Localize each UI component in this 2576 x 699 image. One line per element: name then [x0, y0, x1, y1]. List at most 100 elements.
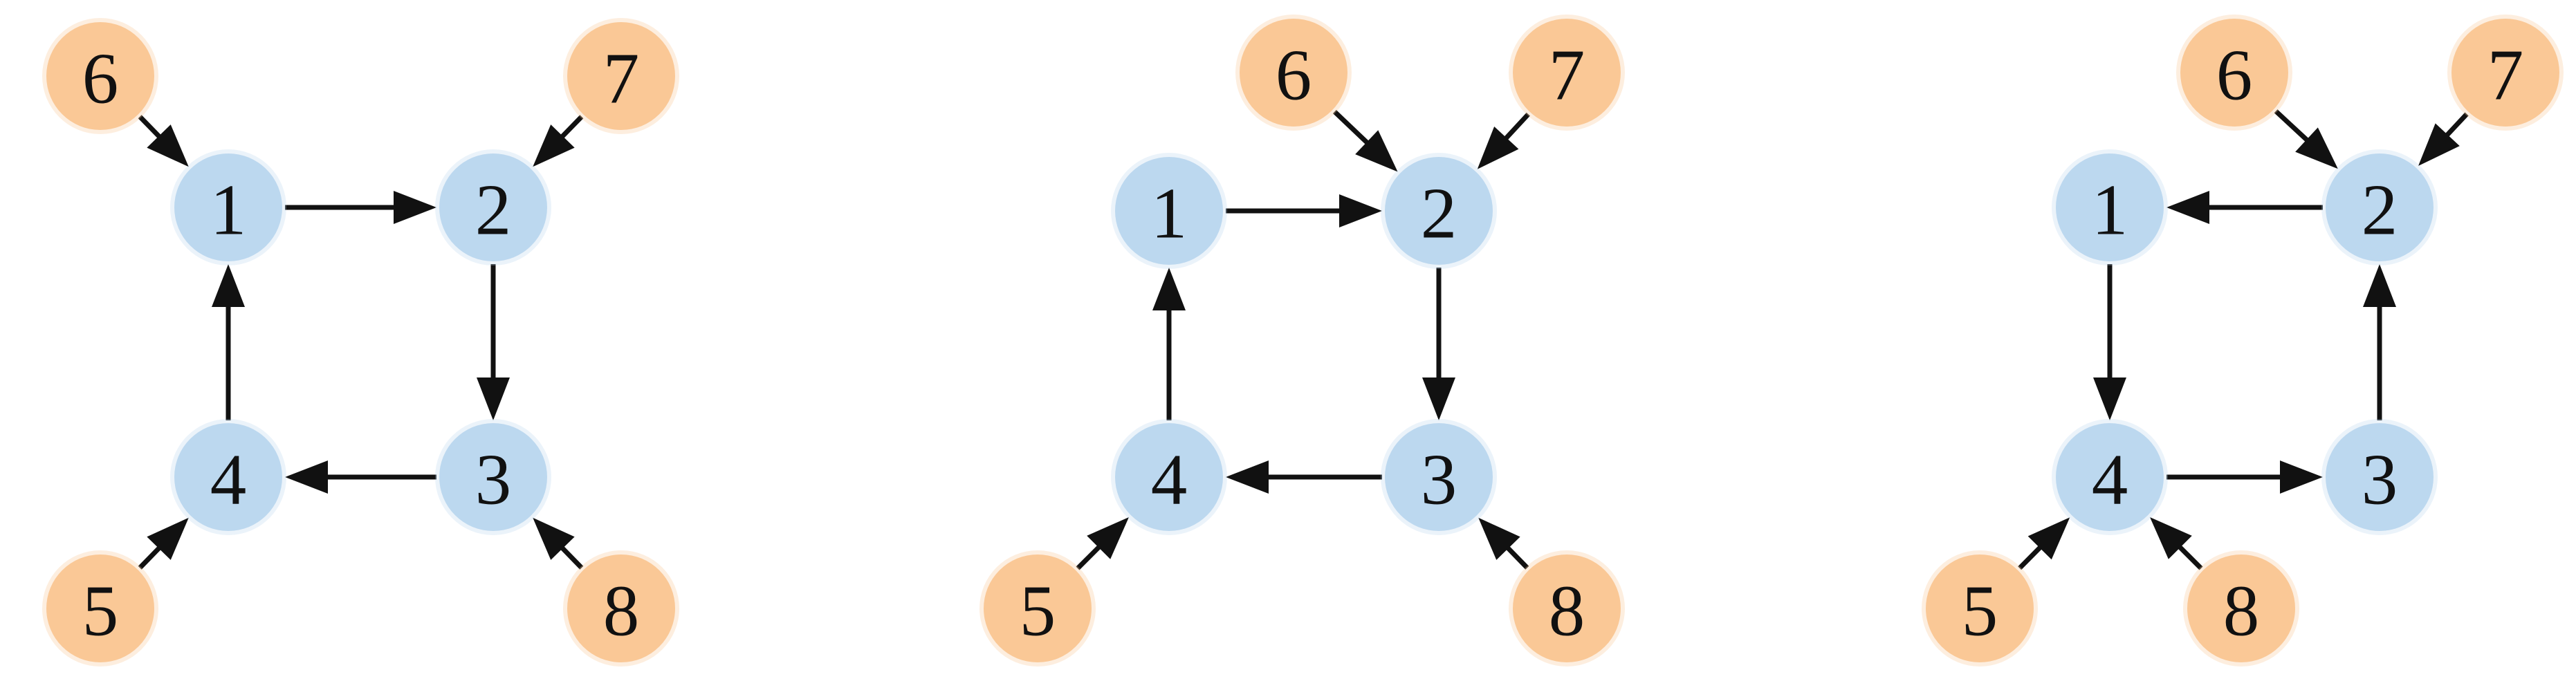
node-1[interactable]: 1: [1111, 153, 1227, 269]
edge-7-to-2: [1477, 112, 1530, 169]
graph-panel-3-edges: [2018, 109, 2469, 570]
node-circle[interactable]: [984, 554, 1092, 662]
edge-line: [138, 115, 163, 140]
node-circle[interactable]: [1926, 554, 2034, 662]
edge-line: [1332, 110, 1371, 146]
node-8[interactable]: 8: [1509, 550, 1625, 667]
node-1[interactable]: 1: [2052, 149, 2168, 265]
edge-6-to-2: [2274, 109, 2338, 169]
arrow-head-icon: [1477, 126, 1519, 169]
node-circle[interactable]: [439, 423, 547, 531]
arrow-head-icon: [1152, 268, 1186, 310]
node-label: 2: [475, 169, 512, 250]
edge-1-to-2: [1226, 194, 1382, 227]
node-circle[interactable]: [174, 153, 282, 261]
edge-line: [2274, 109, 2310, 144]
node-circle[interactable]: [1240, 19, 1347, 127]
node-label: 8: [1549, 570, 1585, 651]
arrow-head-icon: [2418, 123, 2460, 167]
node-6[interactable]: 6: [1235, 15, 1352, 131]
node-label: 7: [1549, 35, 1585, 115]
node-circle[interactable]: [2180, 19, 2288, 127]
edge-1-to-2: [285, 191, 436, 224]
node-circle[interactable]: [2451, 19, 2559, 127]
edge-6-to-1: [138, 115, 189, 167]
edge-4-to-3: [2166, 460, 2323, 494]
node-circle[interactable]: [1385, 423, 1493, 531]
arrow-head-icon: [2280, 460, 2323, 494]
node-label: 4: [2092, 439, 2128, 520]
edge-4-to-1: [212, 264, 245, 420]
arrow-head-icon: [1339, 194, 1382, 227]
node-6[interactable]: 6: [2176, 15, 2292, 131]
node-5[interactable]: 5: [42, 550, 158, 667]
edge-line: [559, 544, 584, 570]
node-circle[interactable]: [2056, 423, 2164, 531]
edge-8-to-3: [533, 517, 584, 570]
node-label: 1: [1151, 173, 1188, 254]
edge-4-to-1: [1152, 268, 1186, 420]
node-4[interactable]: 4: [1111, 419, 1227, 535]
edge-8-to-4: [2149, 516, 2203, 570]
node-2[interactable]: 2: [2321, 149, 2438, 265]
node-5[interactable]: 5: [1922, 550, 2038, 667]
node-circle[interactable]: [439, 153, 547, 261]
node-3[interactable]: 3: [435, 419, 551, 535]
node-2[interactable]: 2: [1381, 153, 1497, 269]
arrow-head-icon: [2295, 127, 2338, 169]
arrow-head-icon: [2166, 191, 2209, 224]
node-label: 5: [82, 570, 119, 651]
node-2[interactable]: 2: [435, 149, 551, 265]
arrow-head-icon: [1226, 460, 1269, 494]
node-7[interactable]: 7: [563, 18, 679, 134]
node-circle[interactable]: [2326, 153, 2434, 261]
node-circle[interactable]: [1115, 157, 1223, 265]
node-6[interactable]: 6: [42, 18, 158, 134]
node-4[interactable]: 4: [2052, 419, 2168, 535]
node-label: 6: [2216, 35, 2253, 115]
edges-layer: [138, 109, 2469, 570]
node-circle[interactable]: [1115, 423, 1223, 531]
node-8[interactable]: 8: [563, 550, 679, 667]
node-circle[interactable]: [2326, 423, 2434, 531]
node-circle[interactable]: [2056, 153, 2164, 261]
node-circle[interactable]: [567, 22, 675, 130]
node-circle[interactable]: [1385, 157, 1493, 265]
node-circle[interactable]: [46, 22, 154, 130]
arrow-head-icon: [147, 517, 189, 560]
arrow-head-icon: [147, 124, 189, 167]
edge-3-to-2: [2363, 264, 2396, 420]
arrow-head-icon: [2027, 517, 2070, 560]
node-8[interactable]: 8: [2183, 550, 2299, 667]
node-label: 3: [1421, 439, 1457, 520]
node-circle[interactable]: [174, 423, 282, 531]
graph-panel-1-nodes: 1 2 3 4 5 6 7 8: [42, 18, 679, 667]
node-circle[interactable]: [1513, 554, 1621, 662]
node-3[interactable]: 3: [2321, 419, 2438, 535]
node-label: 1: [2092, 169, 2128, 250]
node-label: 6: [1276, 35, 1312, 115]
edge-2-to-1: [2166, 191, 2323, 224]
node-1[interactable]: 1: [170, 149, 286, 265]
arrow-head-icon: [2149, 516, 2192, 559]
node-4[interactable]: 4: [170, 419, 286, 535]
node-circle[interactable]: [2187, 554, 2295, 662]
node-label: 7: [2487, 35, 2524, 115]
edge-5-to-4: [1076, 516, 1130, 570]
node-label: 5: [1020, 570, 1056, 651]
edge-line: [559, 115, 584, 140]
edge-3-to-4: [285, 460, 436, 494]
edge-line: [2443, 112, 2469, 139]
node-7[interactable]: 7: [2447, 15, 2564, 131]
node-circle[interactable]: [1513, 19, 1621, 127]
edge-5-to-4: [2018, 517, 2070, 570]
node-label: 4: [210, 439, 247, 520]
arrow-head-icon: [1355, 130, 1398, 172]
node-circle[interactable]: [567, 554, 675, 662]
node-7[interactable]: 7: [1509, 15, 1625, 131]
node-5[interactable]: 5: [979, 550, 1096, 667]
node-3[interactable]: 3: [1381, 419, 1497, 535]
node-circle[interactable]: [46, 554, 154, 662]
